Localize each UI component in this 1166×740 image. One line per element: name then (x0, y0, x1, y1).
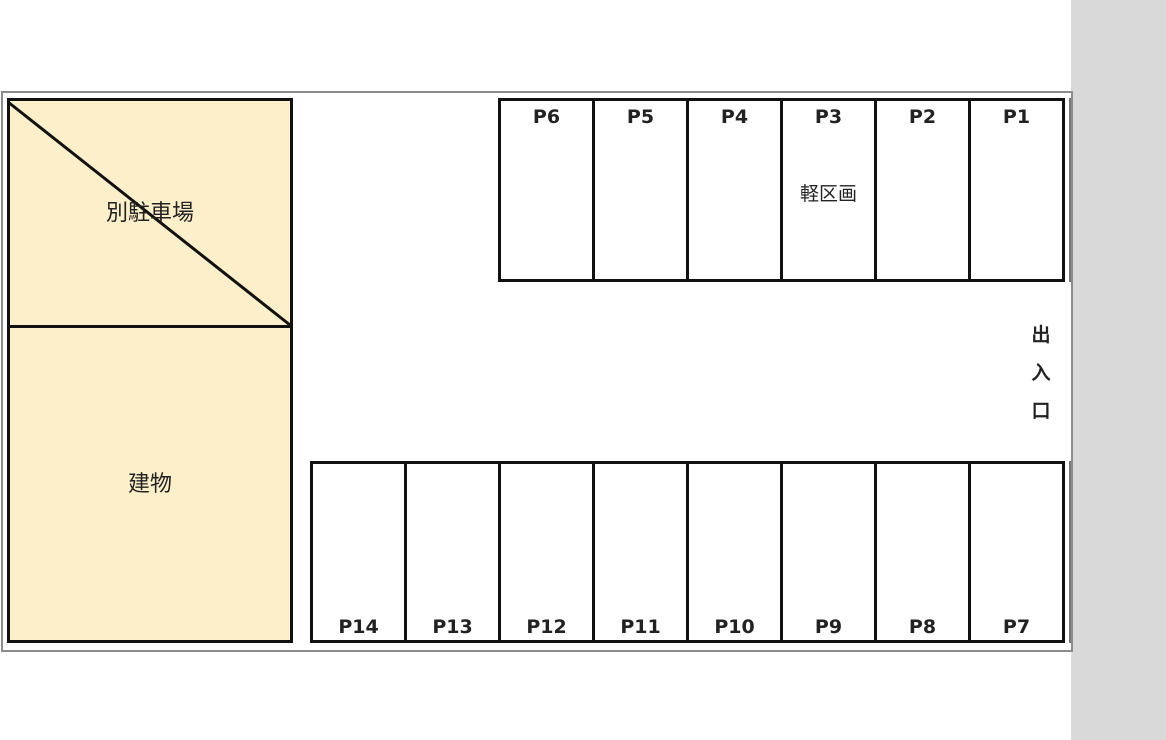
stall-label: P3 (814, 106, 843, 128)
parking-stall-p14: P14 (310, 461, 407, 643)
stall-label: P1 (1002, 106, 1031, 128)
parking-stall-p6: P6 (498, 98, 595, 282)
kei-car-note: 軽区画 (799, 183, 857, 205)
parking-stall-p7: P7 (968, 461, 1065, 643)
stall-label: P11 (620, 616, 661, 638)
parking-stall-p12: P12 (498, 461, 595, 643)
stall-label: P4 (720, 106, 749, 128)
stall-label: P6 (532, 106, 561, 128)
parking-stall-p9: P9 (780, 461, 877, 643)
entrance-char: 口 (1031, 400, 1051, 422)
stall-label: P14 (338, 616, 379, 638)
parking-stall-p3: P3 軽区画 (780, 98, 877, 282)
stall-label: P9 (814, 616, 843, 638)
parking-stall-p10: P10 (686, 461, 783, 643)
parking-stall-p13: P13 (404, 461, 501, 643)
other-parking-label: 別駐車場 (105, 201, 194, 226)
parking-stall-p1: P1 (968, 98, 1065, 282)
entrance-char: 出 (1031, 324, 1051, 346)
stall-label: P5 (626, 106, 655, 128)
stall-label: P8 (908, 616, 937, 638)
stall-label: P13 (432, 616, 473, 638)
road (1071, 0, 1166, 740)
parking-stall-p2: P2 (874, 98, 971, 282)
parking-stall-p8: P8 (874, 461, 971, 643)
parking-stall-p5: P5 (592, 98, 689, 282)
entrance-edge-bottom (1069, 461, 1071, 643)
entrance-char: 入 (1031, 362, 1051, 384)
building-label: 建物 (127, 472, 172, 497)
stall-label: P10 (714, 616, 755, 638)
parking-stall-p4: P4 (686, 98, 783, 282)
entrance-edge-top (1069, 98, 1071, 282)
building-block (7, 325, 293, 643)
stall-label: P7 (1002, 616, 1031, 638)
stall-label: P12 (526, 616, 567, 638)
parking-stall-p11: P11 (592, 461, 689, 643)
stall-label: P2 (908, 106, 937, 128)
